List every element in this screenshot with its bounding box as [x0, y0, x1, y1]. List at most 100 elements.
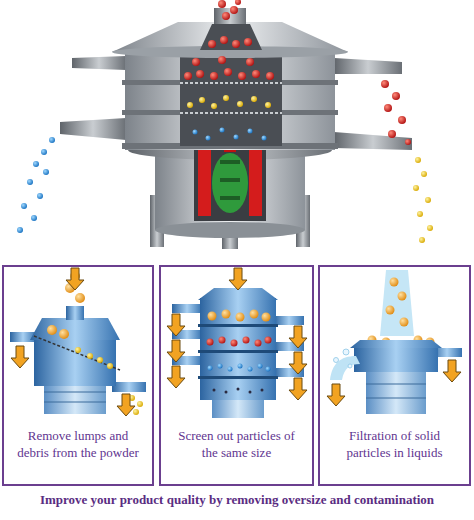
particle [243, 337, 250, 344]
particle [266, 72, 274, 80]
liquid-filter-sieve [327, 270, 462, 414]
particle [43, 169, 49, 175]
machine-part [334, 349, 353, 368]
machine-part [380, 270, 414, 336]
particle [266, 367, 271, 372]
particle [218, 56, 226, 64]
flow-arrow [327, 384, 345, 406]
particle [218, 364, 223, 369]
particle [244, 38, 252, 46]
particle [220, 36, 228, 44]
machine-part [334, 132, 412, 150]
particle [231, 340, 238, 347]
particle [31, 215, 37, 221]
particle [222, 310, 231, 319]
particle [21, 203, 27, 209]
particle [398, 292, 407, 301]
particle [421, 171, 427, 177]
machine-part [172, 304, 202, 313]
particle [33, 161, 39, 167]
flow-arrow [167, 340, 185, 362]
particle [184, 72, 192, 80]
particle [228, 367, 233, 372]
machine-part [220, 160, 240, 164]
machine-part [208, 364, 271, 372]
particle [223, 95, 229, 101]
particle [386, 306, 395, 315]
yellow-particles [187, 95, 433, 243]
machine-part [334, 58, 402, 74]
machine-part [330, 356, 360, 380]
particle [415, 157, 421, 163]
particle [237, 388, 240, 391]
particle [208, 40, 216, 48]
particle [258, 364, 263, 369]
particle [419, 237, 425, 243]
machine-part [350, 340, 442, 348]
particle [236, 313, 245, 322]
particle [388, 130, 396, 138]
machine-part [44, 402, 106, 403]
machine-part [198, 150, 211, 216]
flow-arrow [66, 268, 84, 290]
particle [230, 6, 238, 14]
particle [250, 310, 259, 319]
particle [400, 318, 409, 327]
particle [235, 0, 241, 5]
particle [208, 312, 217, 321]
machine-part [198, 376, 278, 379]
particle [237, 101, 243, 107]
machine-part [180, 50, 282, 146]
particle [49, 137, 55, 143]
particle [199, 97, 205, 103]
single-deck-sieve [10, 268, 146, 416]
particle [392, 92, 400, 100]
machine-part [368, 278, 435, 347]
particle [427, 225, 433, 231]
particle [211, 103, 217, 109]
machine-part [44, 384, 106, 414]
panel-box: Filtration of solid particles in liquids [318, 265, 471, 486]
machine-part [249, 150, 262, 216]
particle [384, 104, 392, 112]
particle [97, 357, 103, 363]
machine-part [354, 346, 438, 372]
particle [208, 366, 213, 371]
particle [107, 363, 113, 369]
machine-part [34, 338, 116, 386]
particle [234, 135, 239, 140]
particle [133, 409, 139, 415]
particle [249, 391, 252, 394]
particle [192, 58, 200, 66]
particle [425, 197, 431, 203]
particle [87, 353, 93, 359]
particle [225, 391, 228, 394]
particle [261, 389, 264, 392]
machine-part [180, 112, 282, 114]
particle [75, 347, 81, 353]
particle [262, 313, 271, 322]
particle [251, 96, 257, 102]
particle [27, 179, 33, 185]
particle [405, 139, 411, 145]
particle [59, 329, 69, 339]
particle [238, 364, 243, 369]
machine-part [220, 178, 240, 182]
particle [390, 278, 399, 287]
flow-arrow [167, 366, 185, 388]
machine-part [66, 306, 84, 320]
machine-part [72, 56, 126, 70]
particle [381, 80, 389, 88]
particle [248, 367, 253, 372]
machine-part [213, 388, 264, 394]
particle [17, 227, 23, 233]
flow-arrow [443, 360, 461, 382]
particle [232, 40, 240, 48]
flow-arrow [229, 268, 247, 290]
machine-part [180, 82, 282, 84]
machine-part [112, 22, 348, 52]
blue-particles [17, 128, 267, 234]
particle [207, 339, 214, 346]
machine-part [34, 336, 120, 370]
